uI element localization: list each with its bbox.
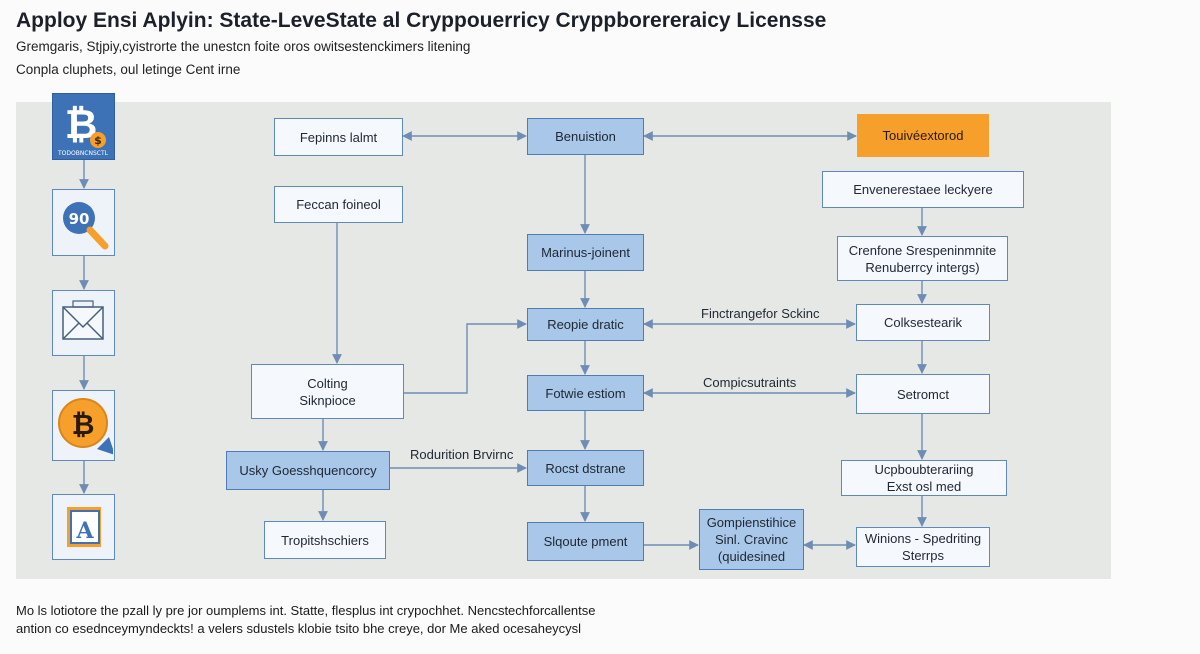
node-colksestearik: Colksestearik	[856, 304, 990, 341]
node-touivextorod: Touivéextorod	[857, 114, 989, 157]
node-marinus-joinent: Marinus-joinent	[527, 234, 644, 271]
node-rocst-dstrane: Rocst dstrane	[527, 450, 644, 486]
magnifier-icon: 90	[52, 189, 115, 256]
edge-label-compicsutraints: Compicsutraints	[703, 375, 797, 390]
subtitle-line-2: Conpla cluphets, oul letinge Cent irne	[16, 62, 241, 77]
node-benuistion: Benuistion	[527, 118, 644, 155]
subtitle-line-1: Gremgaris, Stjpiy,cyistrorte the unestcn…	[16, 39, 471, 54]
edge-label-rodurition: Rodurition Brvirnc	[410, 447, 514, 462]
envelope-icon	[52, 290, 115, 356]
page-title: Apploy Ensi Aplyin: State-LeveState al C…	[16, 9, 827, 32]
node-envenerestaee-leckyere: Envenerestaee leckyere	[822, 171, 1024, 208]
document-icon: A	[52, 494, 115, 560]
bitcoin-coin-icon: ₿	[52, 390, 115, 461]
edge-n3-n8	[404, 319, 527, 394]
bitcoin-badge-icon: ₿ $ TODOBNCNSCTL	[52, 93, 115, 160]
node-setromct: Setromct	[856, 374, 990, 414]
coin-symbol: $	[94, 134, 102, 147]
footer-line-1: Mo ls lotiotore the pzall ly pre jor oum…	[16, 603, 596, 618]
node-slqoute-pment: Slqoute pment	[527, 522, 644, 561]
node-fepinns-lalmt: Fepinns lalmt	[274, 118, 403, 156]
coin-bitcoin-symbol: ₿	[72, 408, 95, 441]
node-usky-goesshquencorcy: Usky Goesshquencorcy	[226, 451, 390, 490]
document-letter: A	[75, 518, 94, 544]
badge-caption: TODOBNCNSCTL	[57, 150, 109, 157]
node-fotwie-estiom: Fotwie estiom	[527, 375, 644, 411]
magnifier-text: 90	[69, 210, 90, 228]
node-tropitshschiers: Tropitshschiers	[264, 521, 386, 559]
node-feccan-foineol: Feccan foineol	[274, 186, 403, 223]
edge-label-finctrangefor: Finctrangefor Sckinc	[701, 306, 820, 321]
node-reopie-dratic: Reopie dratic	[527, 308, 644, 341]
footer-line-2: antion co esednceymyndeckts! a velers sd…	[16, 621, 582, 636]
